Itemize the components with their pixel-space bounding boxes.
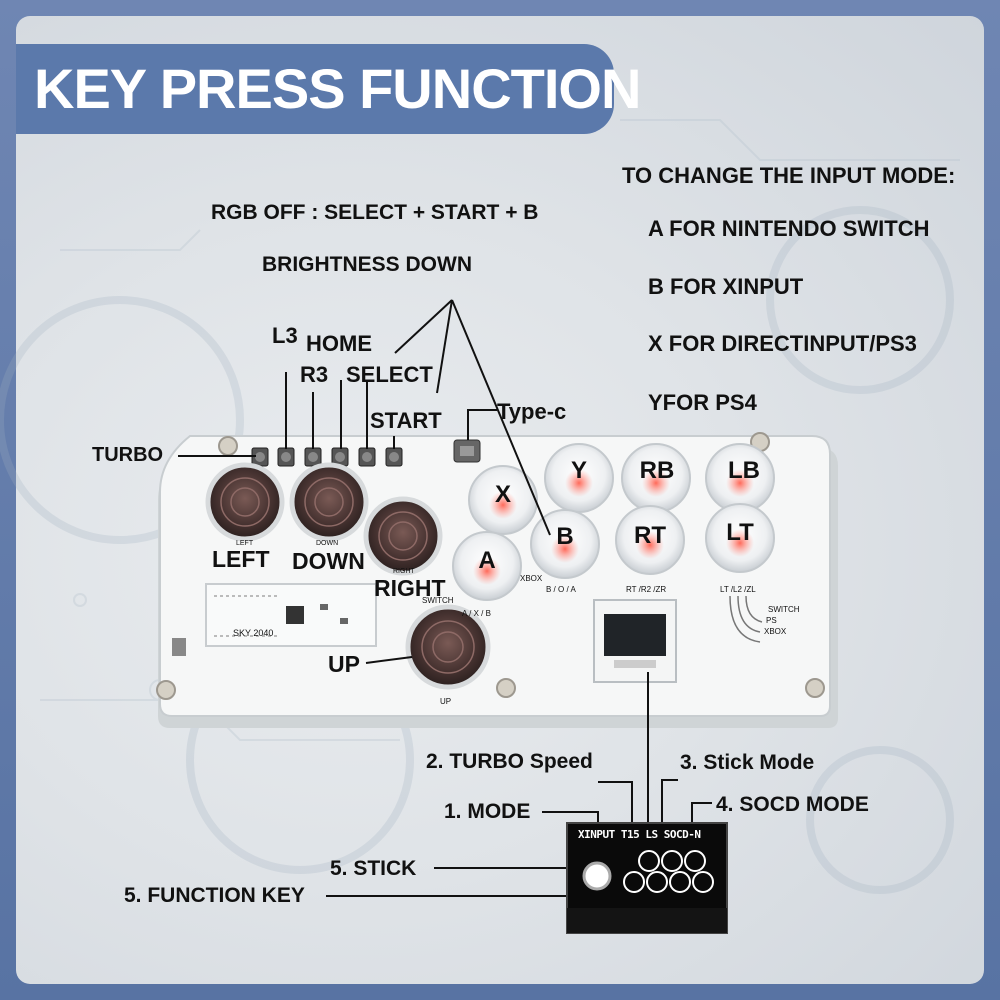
l3-label: L3 — [272, 323, 298, 348]
board-print-axb: A / X / B — [462, 609, 491, 618]
input-mode-item-switch: A FOR NINTENDO SWITCH — [648, 216, 930, 241]
input-mode-item-ps4: YFOR PS4 — [648, 390, 757, 415]
brightness-down-combo: BRIGHTNESS DOWN — [262, 253, 472, 276]
board-print-xbox: XBOX — [520, 574, 543, 583]
board-print-xbox-mode: XBOX — [764, 627, 787, 636]
mode-label: 1. MODE — [444, 800, 531, 823]
start-label: START — [370, 408, 442, 433]
board-print-left: LEFT — [236, 540, 254, 547]
board-print-boa: B / O / A — [546, 585, 576, 594]
right-label: RIGHT — [374, 575, 446, 601]
page-title: KEY PRESS FUNCTION — [34, 57, 641, 120]
board-print-up: UP — [440, 697, 452, 706]
face-buttons — [452, 443, 775, 601]
board-print-switch: SWITCH — [422, 596, 454, 605]
board-print-down: DOWN — [316, 540, 339, 547]
input-mode-heading: TO CHANGE THE INPUT MODE: — [622, 163, 956, 188]
button-b-label: B — [556, 523, 574, 550]
select-label: SELECT — [346, 362, 433, 387]
board-print-ps: PS — [766, 616, 777, 625]
type-c-label: Type-c — [497, 399, 567, 424]
direction-buttons — [205, 462, 491, 690]
board-print-ltl2zl: LT /L2 /ZL — [720, 585, 756, 594]
input-mode-item-xinput: B FOR XINPUT — [648, 274, 804, 299]
button-lt-label: LT — [726, 519, 754, 546]
board-print-right: RIGHT — [393, 568, 415, 575]
input-mode-item-directinput: X FOR DIRECTINPUT/PS3 — [648, 331, 917, 356]
down-label: DOWN — [292, 548, 365, 574]
up-label: UP — [328, 651, 360, 677]
button-a-label: A — [478, 547, 496, 574]
turbo-speed-label: 2. TURBO Speed — [426, 750, 593, 773]
rgb-off-combo: RGB OFF : SELECT + START + B — [211, 201, 539, 224]
board-print-rtr2zr: RT /R2 /ZR — [626, 585, 667, 594]
r3-label: R3 — [300, 362, 329, 387]
title-banner — [16, 44, 614, 134]
turbo-label: TURBO — [92, 444, 164, 466]
function-key-label: 5. FUNCTION KEY — [124, 884, 305, 907]
button-y-label: Y — [570, 457, 587, 484]
left-label: LEFT — [212, 546, 270, 572]
button-rb-label: RB — [639, 457, 675, 484]
board-print-switch-mode: SWITCH — [768, 605, 800, 614]
button-rt-label: RT — [634, 522, 666, 549]
oled-display-closeup — [566, 822, 728, 934]
socd-mode-label: 4. SOCD MODE — [716, 793, 869, 816]
button-lb-label: LB — [728, 457, 760, 484]
stick-mode-label: 3. Stick Mode — [680, 751, 815, 774]
home-label: HOME — [306, 331, 372, 356]
board-print-model: SKY 2040 — [233, 628, 274, 638]
button-x-label: X — [494, 481, 511, 508]
oled-readout: XINPUT T15 LS SOCD-N — [578, 828, 701, 841]
stick-label: 5. STICK — [330, 857, 417, 880]
